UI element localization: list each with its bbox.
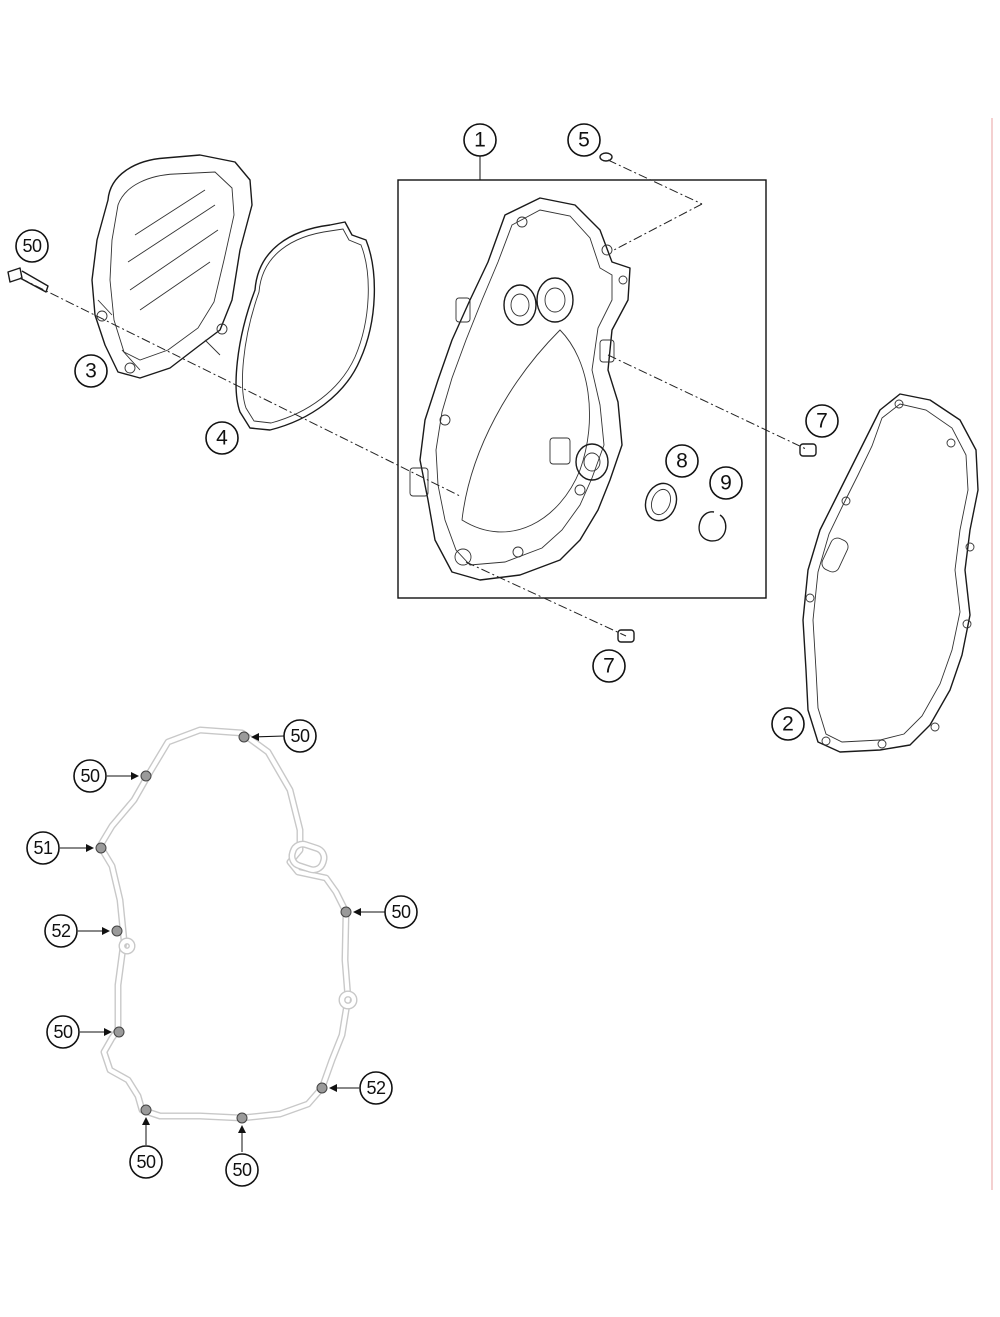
svg-text:9: 9 — [720, 472, 732, 495]
bolt-position-right — [340, 906, 352, 918]
callout-7-upper: 7 — [805, 404, 839, 438]
bolt-position-bottom-right — [236, 1112, 248, 1124]
bolt-position-52-left — [111, 925, 123, 937]
callout-50-bolt: 50 — [15, 229, 49, 263]
svg-text:52: 52 — [366, 1078, 386, 1098]
svg-text:50: 50 — [53, 1022, 73, 1042]
dowel-pin-upper-part — [799, 443, 817, 457]
detail-callout-50-left-lower: 50 — [46, 1015, 80, 1049]
svg-text:3: 3 — [85, 360, 97, 383]
bolt-position-left-lower — [113, 1026, 125, 1038]
assembly-axis-lines — [19, 152, 807, 637]
cover-gasket-part — [802, 393, 979, 753]
svg-text:4: 4 — [216, 427, 228, 450]
bolt-position-left-upper — [140, 770, 152, 782]
svg-text:50: 50 — [136, 1152, 156, 1172]
svg-text:8: 8 — [676, 450, 688, 473]
detail-bolt-positions — [95, 731, 352, 1124]
detail-callout-52-left: 52 — [44, 914, 78, 948]
svg-text:2: 2 — [782, 713, 794, 736]
shaft-seal-part — [644, 482, 678, 522]
detail-callout-50-top: 50 — [283, 719, 317, 753]
svg-text:50: 50 — [290, 726, 310, 746]
svg-text:1: 1 — [474, 129, 486, 152]
svg-text:7: 7 — [816, 410, 828, 433]
bolt-position-top — [238, 731, 250, 743]
callout-2: 2 — [771, 707, 805, 741]
svg-text:50: 50 — [232, 1160, 252, 1180]
callout-5: 5 — [567, 123, 601, 157]
callout-9: 9 — [709, 466, 743, 500]
detail-callout-50-right: 50 — [384, 895, 418, 929]
dowel-pin-lower-part — [617, 629, 635, 643]
svg-text:7: 7 — [603, 655, 615, 678]
svg-text:50: 50 — [391, 902, 411, 922]
o-ring-part — [235, 221, 376, 431]
part-1-assembly-frame — [397, 179, 767, 599]
detail-callout-51: 51 — [26, 831, 60, 865]
outer-clutch-cover-part — [91, 154, 253, 379]
detail-callout-50-bottom-left: 50 — [129, 1145, 163, 1179]
callout-1: 1 — [463, 123, 497, 157]
circlip-part — [698, 511, 727, 542]
bolt-position-52-right — [316, 1082, 328, 1094]
svg-text:52: 52 — [51, 921, 71, 941]
callout-4: 4 — [205, 421, 239, 455]
bolt-position-bottom-left — [140, 1104, 152, 1116]
detail-gasket-view — [96, 726, 358, 1122]
detail-callout-50-left-upper: 50 — [73, 759, 107, 793]
clutch-cover-casting-part — [409, 197, 631, 581]
bolt-part — [7, 267, 49, 293]
svg-text:50: 50 — [22, 236, 42, 256]
callout-3: 3 — [74, 354, 108, 388]
callout-8: 8 — [665, 444, 699, 478]
svg-text:50: 50 — [80, 766, 100, 786]
svg-text:5: 5 — [578, 129, 590, 152]
detail-callout-50-bottom-right: 50 — [225, 1153, 259, 1187]
svg-text:51: 51 — [33, 838, 53, 858]
bolt-position-51 — [95, 842, 107, 854]
washer-part — [599, 152, 613, 162]
detail-leader-arrows — [60, 733, 385, 1152]
detail-callout-52-right: 52 — [359, 1071, 393, 1105]
callout-7-lower: 7 — [592, 649, 626, 683]
